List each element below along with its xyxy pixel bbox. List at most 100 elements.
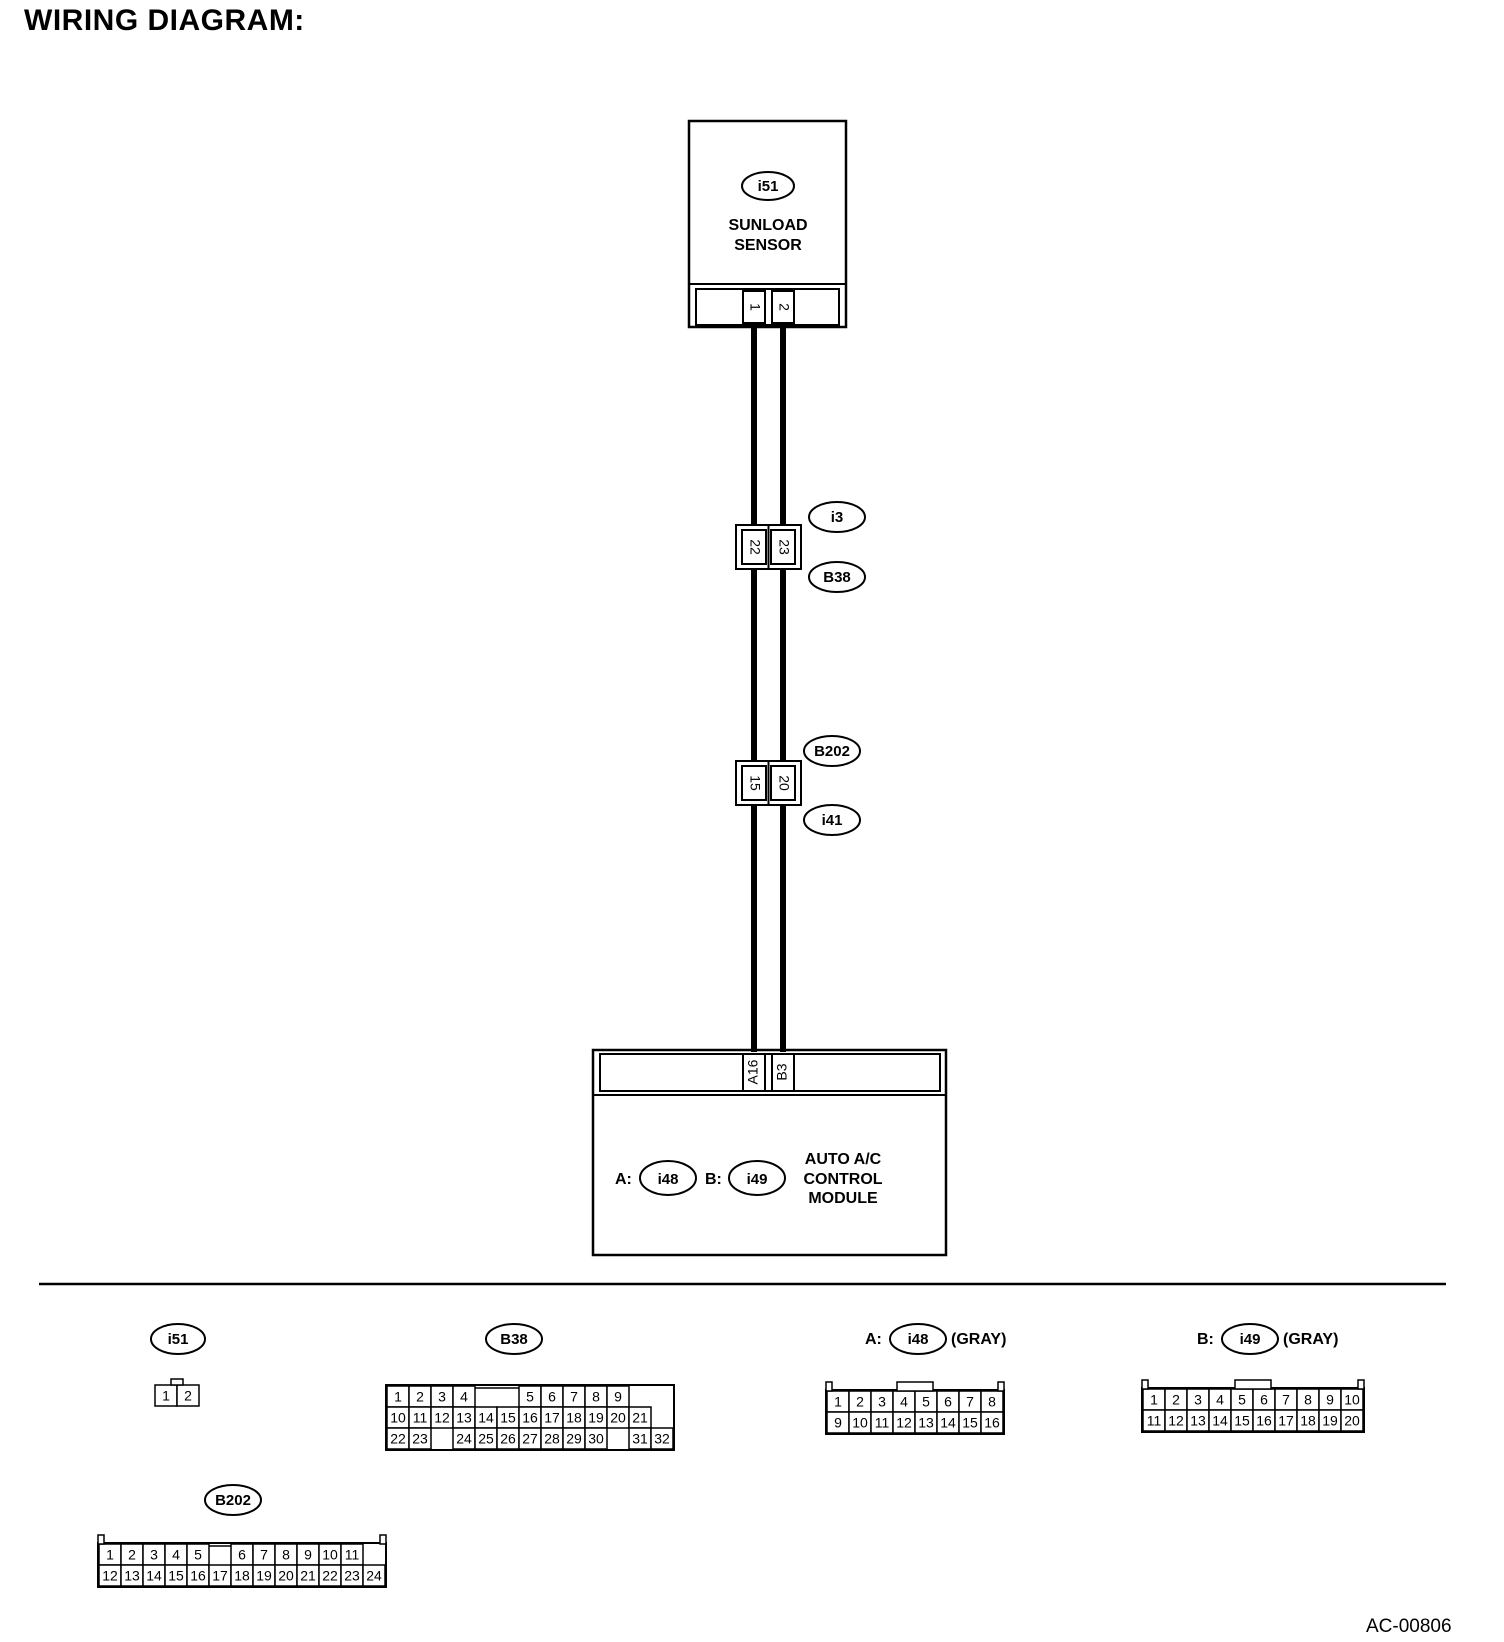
pin-cell: 2 <box>184 1388 192 1404</box>
pin-cell: 9 <box>304 1547 312 1563</box>
face-prefix-i48: A: <box>865 1331 882 1348</box>
joint-connector-b202-i41: 15 20 B202 i41 <box>735 735 861 836</box>
pin-cell: 12 <box>1168 1413 1184 1429</box>
pin-cell: 21 <box>300 1568 316 1584</box>
pin-cell: 7 <box>570 1389 578 1405</box>
pin-cell: 28 <box>544 1431 560 1447</box>
joint2-top-label: B202 <box>814 743 850 760</box>
pin-cell: 6 <box>548 1389 556 1405</box>
sensor-connector-label: i51 <box>758 178 779 195</box>
module-prefix-a: A: <box>615 1171 632 1188</box>
joint1-top-label: i3 <box>831 509 844 526</box>
module-pin-a16: A16 <box>745 1059 761 1084</box>
pin-cell: 15 <box>962 1415 978 1431</box>
sunload-sensor: 1 2 i51 SUNLOAD SENSOR <box>687 119 848 329</box>
pin-cell: 17 <box>1278 1413 1294 1429</box>
pin-cell: 11 <box>875 1415 890 1431</box>
module-name-line2: CONTROL <box>803 1171 882 1188</box>
pin-cell: 9 <box>834 1415 842 1431</box>
module-pin-b3: B3 <box>774 1063 790 1080</box>
pin-cell: 15 <box>168 1568 184 1584</box>
joint1-pin-23: 23 <box>776 539 792 555</box>
module-name-line3: MODULE <box>808 1190 878 1207</box>
pin-cell: 14 <box>1212 1413 1228 1429</box>
diagram-id: AC-00806 <box>1366 1616 1452 1637</box>
pin-cell: 15 <box>1234 1413 1250 1429</box>
connector-face-labels: i51 B38 A: i48 (GRAY) B: i49 (GRAY) B202 <box>150 1323 1338 1516</box>
pin-cell: 19 <box>256 1568 272 1584</box>
pin-cell: 2 <box>1172 1392 1180 1408</box>
pin-cell: 6 <box>238 1547 246 1563</box>
pin-cell: 10 <box>852 1415 868 1431</box>
pin-cell: 25 <box>478 1431 494 1447</box>
pin-cell: 13 <box>918 1415 934 1431</box>
module-connector-a: i48 <box>658 1171 679 1188</box>
pin-cell: 20 <box>1344 1413 1360 1429</box>
pin-cell: 23 <box>412 1431 428 1447</box>
pin-cell: 2 <box>416 1389 424 1405</box>
pin-cell: 19 <box>588 1410 604 1426</box>
pin-cell: 8 <box>592 1389 600 1405</box>
diagram-title: WIRING DIAGRAM: <box>24 4 305 37</box>
pin-cell: 1 <box>1150 1392 1158 1408</box>
pin-cell: 10 <box>1344 1392 1360 1408</box>
pin-cell: 23 <box>344 1568 360 1584</box>
pin-cell: 22 <box>322 1568 338 1584</box>
pin-cell: 3 <box>150 1547 158 1563</box>
pin-cell: 19 <box>1322 1413 1338 1429</box>
face-label-i51: i51 <box>168 1331 189 1348</box>
face-label-b202: B202 <box>215 1492 251 1509</box>
pin-cell: 16 <box>984 1415 1000 1431</box>
joint2-bottom-label: i41 <box>822 812 843 829</box>
pin-cell: 5 <box>922 1394 930 1410</box>
pin-cell: 7 <box>260 1547 268 1563</box>
pin-cell: 5 <box>194 1547 202 1563</box>
pin-cell: 15 <box>500 1410 516 1426</box>
pin-cell: 3 <box>438 1389 446 1405</box>
pin-cell: 16 <box>1256 1413 1272 1429</box>
module-name-line1: AUTO A/C <box>805 1151 882 1168</box>
pin-cell: 12 <box>434 1410 450 1426</box>
face-label-i49: i49 <box>1240 1331 1261 1348</box>
pin-cell: 5 <box>526 1389 534 1405</box>
pin-cell: 12 <box>896 1415 912 1431</box>
pin-cell: 18 <box>566 1410 582 1426</box>
sensor-pin-2: 2 <box>776 303 792 311</box>
pin-cell: 18 <box>234 1568 250 1584</box>
pin-cell: 18 <box>1300 1413 1316 1429</box>
pin-cell: 14 <box>478 1410 494 1426</box>
joint2-pin-15: 15 <box>747 775 763 791</box>
pin-cell: 2 <box>856 1394 864 1410</box>
pin-cell: 4 <box>900 1394 908 1410</box>
face-label-b38: B38 <box>500 1331 528 1348</box>
pin-cell: 7 <box>966 1394 974 1410</box>
face-note-i49: (GRAY) <box>1283 1331 1338 1348</box>
pin-cell: 1 <box>106 1547 114 1563</box>
pin-cell: 3 <box>878 1394 886 1410</box>
joint1-bottom-label: B38 <box>823 569 851 586</box>
pin-cell: 17 <box>212 1568 228 1584</box>
pin-cell: 9 <box>614 1389 622 1405</box>
pin-cell: 21 <box>632 1410 648 1426</box>
pin-cell: 24 <box>456 1431 472 1447</box>
pin-cell: 1 <box>394 1389 402 1405</box>
pin-cell: 27 <box>522 1431 538 1447</box>
pin-cell: 6 <box>1260 1392 1268 1408</box>
sensor-name-line1: SUNLOAD <box>728 217 807 234</box>
joint-connector-i3-b38: 22 23 i3 B38 <box>735 501 866 593</box>
pin-cell: 10 <box>390 1410 406 1426</box>
module-prefix-b: B: <box>705 1171 722 1188</box>
pin-cell: 11 <box>413 1410 428 1426</box>
face-label-i48: i48 <box>908 1331 929 1348</box>
pin-cell: 8 <box>282 1547 290 1563</box>
pin-cell: 26 <box>500 1431 516 1447</box>
wire-harness <box>751 327 786 1052</box>
sensor-pin-1: 1 <box>747 303 763 311</box>
pin-cell: 20 <box>610 1410 626 1426</box>
pin-cell: 7 <box>1282 1392 1290 1408</box>
